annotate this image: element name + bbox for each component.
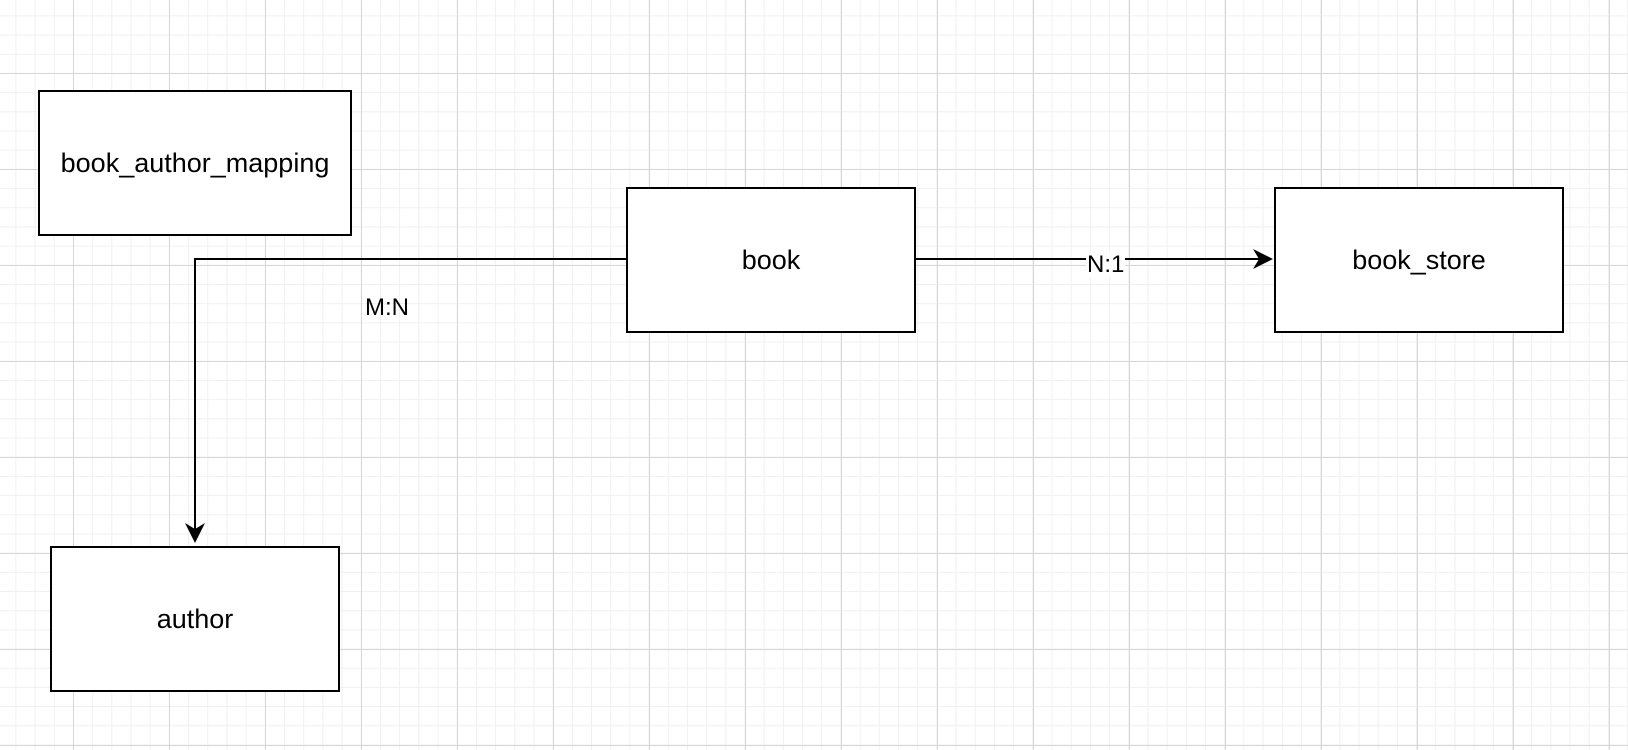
entity-label: book	[741, 244, 801, 275]
entity-label: book_author_mapping	[60, 147, 330, 178]
entity-book[interactable]: book	[626, 187, 916, 333]
entity-book-author-mapping[interactable]: book_author_mapping	[38, 90, 352, 236]
relationship-label-n-1[interactable]: N:1	[1086, 251, 1126, 278]
entity-book-store[interactable]: book_store	[1274, 187, 1564, 333]
relationship-label-m-n[interactable]: M:N	[365, 294, 409, 321]
book-author-connector[interactable]	[185, 258, 627, 543]
entity-label: author	[156, 603, 234, 634]
entity-label: book_store	[1352, 244, 1486, 275]
entity-author[interactable]: author	[50, 546, 340, 692]
